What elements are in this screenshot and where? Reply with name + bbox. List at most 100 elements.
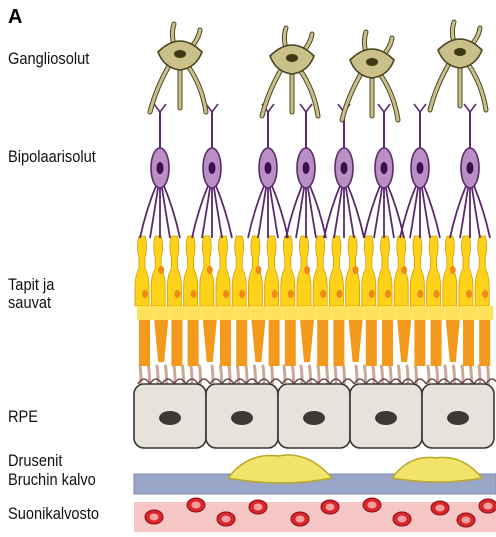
blood-vessel-lumen bbox=[150, 514, 159, 521]
rod-outer-segment bbox=[171, 320, 182, 366]
cone-outer-segment bbox=[251, 320, 265, 362]
bipolar-terminal bbox=[300, 104, 312, 112]
photoreceptor-inner-segment bbox=[186, 306, 202, 320]
bipolar-nucleus bbox=[265, 162, 272, 174]
photoreceptor-inner-segment bbox=[202, 306, 218, 320]
bipolar-nucleus bbox=[157, 162, 164, 174]
rod-outer-segment bbox=[139, 320, 150, 366]
bipolar-dendrites bbox=[286, 186, 326, 238]
bipolar-nucleus bbox=[467, 162, 474, 174]
photoreceptor-nucleus bbox=[353, 266, 359, 274]
bipolar-dendrites bbox=[248, 186, 288, 238]
panel-label: A bbox=[8, 6, 22, 29]
label-choroid: Suonikalvosto bbox=[8, 505, 99, 523]
photoreceptor-inner-segment bbox=[169, 306, 185, 320]
label-bruch-membrane: Bruchin kalvo bbox=[8, 471, 96, 489]
rod-outer-segment bbox=[414, 320, 425, 366]
label-bipolar-cells: Bipolaarisolut bbox=[8, 148, 96, 166]
photoreceptor-nucleus bbox=[174, 290, 180, 298]
photoreceptor-inner-segment bbox=[267, 306, 283, 320]
bipolar-nucleus bbox=[341, 162, 348, 174]
photoreceptor-nucleus bbox=[239, 290, 245, 298]
blood-vessel-lumen bbox=[436, 505, 445, 512]
rod-outer-segment bbox=[236, 320, 247, 366]
photoreceptor-nucleus bbox=[434, 290, 440, 298]
photoreceptor-nucleus bbox=[336, 290, 342, 298]
photoreceptor-nucleus bbox=[320, 290, 326, 298]
bipolar-dendrites bbox=[400, 186, 440, 238]
rod-outer-segment bbox=[285, 320, 296, 366]
label-ganglion-cells: Gangliosolut bbox=[8, 50, 89, 68]
rpe-nucleus bbox=[375, 411, 397, 425]
bipolar-dendrites bbox=[140, 186, 180, 238]
photoreceptor-inner-segment bbox=[299, 306, 315, 320]
ganglion-cell-layer bbox=[150, 22, 486, 120]
bipolar-dendrites bbox=[364, 186, 404, 238]
rod-outer-segment bbox=[188, 320, 199, 366]
cone-outer-segment bbox=[300, 320, 314, 362]
photoreceptor-inner-segment bbox=[315, 306, 331, 320]
rod-outer-segment bbox=[479, 320, 490, 366]
ganglion-nucleus bbox=[286, 54, 298, 62]
cone-outer-segment bbox=[397, 320, 411, 362]
bipolar-dendrites bbox=[450, 186, 490, 238]
druse-deposit bbox=[228, 455, 332, 483]
rpe-nucleus bbox=[447, 411, 469, 425]
blood-vessel-lumen bbox=[222, 516, 231, 523]
label-photoreceptors: Tapit ja sauvat bbox=[8, 276, 54, 312]
bipolar-nucleus bbox=[303, 162, 310, 174]
label-drusen: Drusenit bbox=[8, 452, 62, 470]
blood-vessel-lumen bbox=[192, 502, 201, 509]
cone-outer-segment bbox=[446, 320, 460, 362]
photoreceptor-inner-segment bbox=[348, 306, 364, 320]
blood-vessel-lumen bbox=[326, 504, 335, 511]
blood-vessel-lumen bbox=[254, 504, 263, 511]
cone-outer-segment bbox=[154, 320, 168, 362]
bipolar-cell-layer bbox=[140, 104, 490, 238]
bipolar-nucleus bbox=[209, 162, 216, 174]
photoreceptor-nucleus bbox=[417, 290, 423, 298]
photoreceptor-nucleus bbox=[385, 290, 391, 298]
photoreceptor-inner-segment bbox=[412, 306, 428, 320]
photoreceptor-nucleus bbox=[207, 266, 213, 274]
blood-vessel-lumen bbox=[368, 502, 377, 509]
photoreceptor-inner-segment bbox=[137, 306, 153, 320]
cone-outer-segment bbox=[203, 320, 217, 362]
photoreceptor-nucleus bbox=[288, 290, 294, 298]
photoreceptor-nucleus bbox=[142, 290, 148, 298]
photoreceptor-nucleus bbox=[255, 266, 261, 274]
ganglion-nucleus bbox=[366, 58, 378, 66]
bipolar-terminal bbox=[378, 104, 390, 112]
photoreceptor-nucleus bbox=[369, 290, 375, 298]
photoreceptor-inner-segment bbox=[218, 306, 234, 320]
rod-outer-segment bbox=[333, 320, 344, 366]
photoreceptor-inner-segment bbox=[331, 306, 347, 320]
photoreceptor-inner-segment bbox=[234, 306, 250, 320]
photoreceptor-inner-segment bbox=[461, 306, 477, 320]
photoreceptor-inner-segment bbox=[364, 306, 380, 320]
photoreceptor-nucleus bbox=[304, 266, 310, 274]
bipolar-nucleus bbox=[381, 162, 388, 174]
photoreceptor-nucleus bbox=[466, 290, 472, 298]
bipolar-dendrites bbox=[192, 186, 232, 238]
blood-vessel-lumen bbox=[484, 503, 493, 510]
photoreceptor-nucleus bbox=[223, 290, 229, 298]
rod-outer-segment bbox=[269, 320, 280, 366]
photoreceptor-nucleus bbox=[401, 266, 407, 274]
photoreceptor-inner-segment bbox=[380, 306, 396, 320]
label-rpe: RPE bbox=[8, 408, 38, 426]
bipolar-terminal bbox=[464, 104, 476, 112]
rod-outer-segment bbox=[463, 320, 474, 366]
bipolar-terminal bbox=[154, 104, 166, 112]
bipolar-dendrites bbox=[324, 186, 364, 238]
photoreceptor-layer bbox=[135, 236, 493, 366]
ganglion-nucleus bbox=[174, 50, 186, 58]
rod-outer-segment bbox=[382, 320, 393, 366]
photoreceptor-nucleus bbox=[191, 290, 197, 298]
rpe-nucleus bbox=[303, 411, 325, 425]
bipolar-nucleus bbox=[417, 162, 424, 174]
photoreceptor-inner-segment bbox=[396, 306, 412, 320]
photoreceptor-inner-segment bbox=[283, 306, 299, 320]
